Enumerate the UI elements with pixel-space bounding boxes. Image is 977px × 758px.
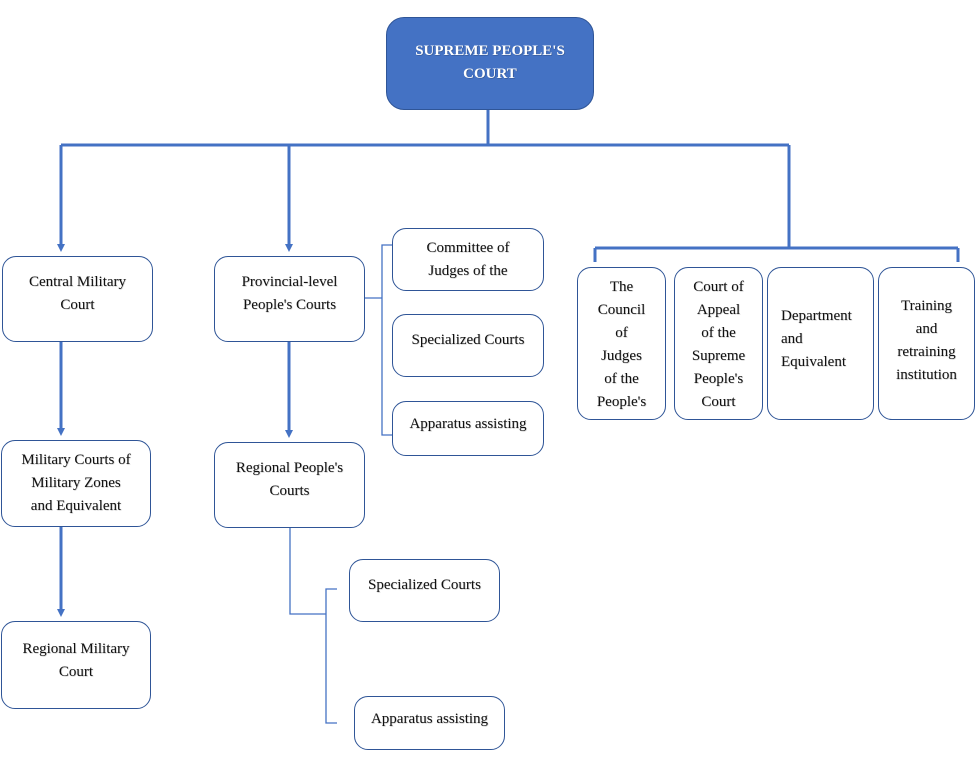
military-zones-courts-node[interactable]: Military Courts of Military Zones and Eq… [1,440,151,527]
supreme-unit-court-of-appeal-node[interactable]: Court of Appeal of the Supreme People's … [674,267,763,420]
central-military-court-label: Central Military Court [28,274,127,313]
provincial-child-committee-node[interactable]: Committee of Judges of the [392,228,544,291]
regional-bracket [289,528,337,724]
provincial-child-apparatus-node[interactable]: Apparatus assisting [392,401,544,456]
supreme-unit-training-node[interactable]: Training and retraining institution [878,267,975,420]
provincial-child-committee-label: Committee of Judges of the [426,240,510,279]
supreme-peoples-court-label: SUPREME PEOPLE'S COURT [415,43,565,82]
provincial-child-apparatus-label: Apparatus assisting [409,416,527,432]
provincial-child-specialized-label: Specialized Courts [411,332,525,348]
regional-military-court-node[interactable]: Regional Military Court [1,621,151,709]
regional-child-specialized-label: Specialized Courts [368,577,481,593]
supreme-unit-department-node[interactable]: Department and Equivalent [767,267,874,420]
supreme-unit-court-of-appeal-label: Court of Appeal of the Supreme People's … [691,279,746,410]
regional-child-apparatus-node[interactable]: Apparatus assisting [354,696,505,750]
supreme-unit-department-label: Department and Equivalent [781,308,852,370]
supreme-peoples-court-node[interactable]: SUPREME PEOPLE'S COURT [386,17,594,110]
supreme-unit-council-of-judges-label: The Council of Judges of the People's [596,279,647,410]
regional-peoples-courts-label: Regional People's Courts [235,460,344,499]
provincial-peoples-courts-label: Provincial-level People's Courts [241,274,338,313]
supreme-unit-training-label: Training and retraining institution [896,298,957,383]
provincial-peoples-courts-node[interactable]: Provincial-level People's Courts [214,256,365,342]
military-zones-courts-label: Military Courts of Military Zones and Eq… [21,452,131,514]
provincial-child-specialized-node[interactable]: Specialized Courts [392,314,544,377]
regional-peoples-courts-node[interactable]: Regional People's Courts [214,442,365,528]
supreme-unit-council-of-judges-node[interactable]: The Council of Judges of the People's [577,267,666,420]
regional-child-apparatus-label: Apparatus assisting [370,711,489,727]
provincial-bracket [365,244,392,436]
regional-military-court-label: Regional Military Court [22,641,130,680]
regional-child-specialized-node[interactable]: Specialized Courts [349,559,500,622]
central-military-court-node[interactable]: Central Military Court [2,256,153,342]
